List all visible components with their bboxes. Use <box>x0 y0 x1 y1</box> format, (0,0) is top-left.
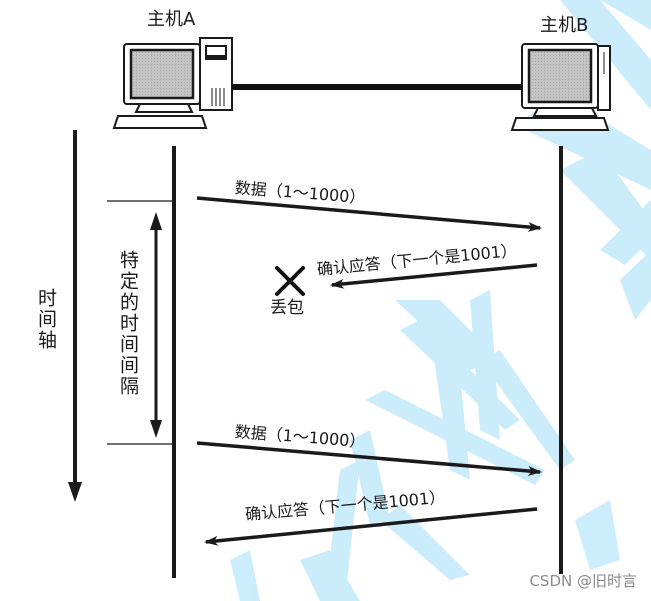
data-2-arrow <box>196 441 542 476</box>
host-a-computer-icon <box>112 37 233 129</box>
ack-1-arrow <box>330 263 538 289</box>
csdn-watermark: CSDN @旧时言 <box>529 572 637 590</box>
host-b-computer-icon <box>510 43 611 131</box>
packet-loss-x-icon <box>275 266 305 296</box>
packet-loss-label: 丢包 <box>270 298 304 318</box>
watermark-strokes <box>230 0 651 601</box>
ack-2-arrow <box>204 507 538 546</box>
interval-label: 特定的时间间隔 <box>117 250 139 397</box>
host-b-label: 主机B <box>540 15 589 36</box>
time-axis-arrow <box>68 130 82 502</box>
time-axis-label: 时间轴 <box>35 288 57 351</box>
data-1-arrow <box>196 196 542 232</box>
interval-double-arrow <box>150 212 162 438</box>
host-a-label: 主机A <box>147 9 196 30</box>
